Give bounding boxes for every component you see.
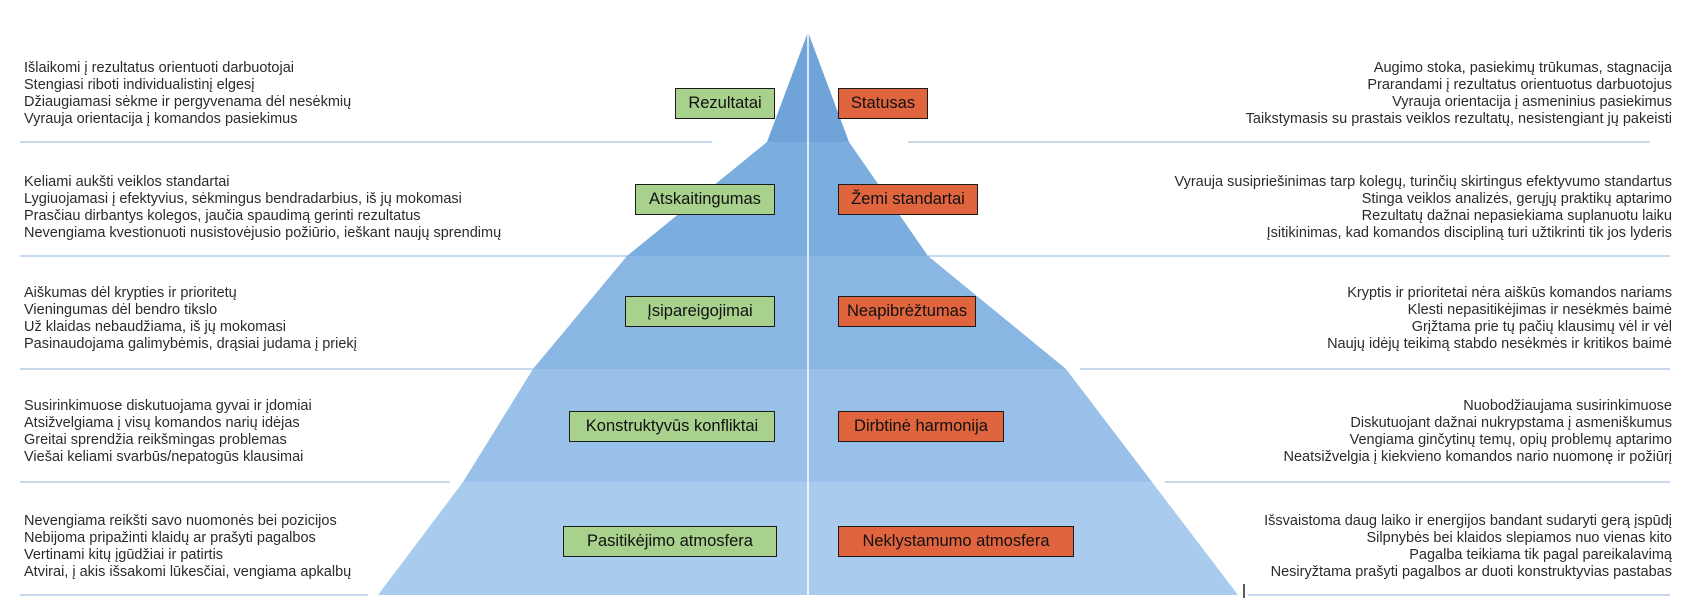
pyramid-level-3 <box>533 256 1066 369</box>
text-line: Diskutuojant dažnai nukrypstama į asmeni… <box>1350 415 1672 431</box>
level-4-positive-description: Susirinkimuose diskutuojama gyvai ir įdo… <box>24 398 564 466</box>
text-line: Stinga veiklos analizės, gerųjų praktikų… <box>1361 191 1672 207</box>
text-line: Nebijoma pripažinti klaidų ar prašyti pa… <box>24 530 316 546</box>
text-line: Nuobodžiaujama susirinkimuose <box>1463 398 1672 414</box>
text-line: Išlaikomi į rezultatus orientuoti darbuo… <box>24 60 294 76</box>
level-1-positive-label: Rezultatai <box>675 88 775 119</box>
text-line: Pasinaudojama galimybėmis, drąsiai judam… <box>24 336 357 352</box>
text-line: Pagalba teikiama tik pagal pareikalavimą <box>1409 547 1672 563</box>
text-line: Atvirai, į akis išsakomi lūkesčiai, veng… <box>24 564 352 580</box>
text-line: Atsižvelgiama į visų komandos narių idėj… <box>24 415 300 431</box>
pyramid-level-2 <box>627 142 928 256</box>
level-5-positive-label: Pasitikėjimo atmosfera <box>563 526 777 557</box>
text-line: Keliami aukšti veiklos standartai <box>24 174 230 190</box>
text-line: Prasčiau dirbantys kolegos, jaučia spaud… <box>24 208 421 224</box>
level-2-negative-description: Vyrauja susipriešinimas tarp kolegų, tur… <box>1132 174 1672 242</box>
text-line: Džiaugiamasi sėkme ir pergyvenama dėl ne… <box>24 94 352 110</box>
level-3-positive-description: Aiškumas dėl krypties ir prioritetų Vien… <box>24 285 564 353</box>
level-1-negative-label: Statusas <box>838 88 928 119</box>
text-line: Greitai sprendžia reikšmingas problemas <box>24 432 287 448</box>
text-line: Grįžtama prie tų pačių klausimų vėl ir v… <box>1411 319 1672 335</box>
text-line: Vengiama ginčytinų temų, opių problemų a… <box>1349 432 1672 448</box>
level-2-positive-label: Atskaitingumas <box>635 184 775 215</box>
text-line: Stengiasi riboti individualistinį elgesį <box>24 77 255 93</box>
text-line: Vyrauja orientacija į asmeninius pasieki… <box>1392 94 1672 110</box>
text-line: Neatsižvelgia į kiekvieno komandos nario… <box>1283 449 1672 465</box>
text-line: Vyrauja orientacija į komandos pasiekimu… <box>24 111 298 127</box>
text-line: Išsvaistoma daug laiko ir energijos band… <box>1264 513 1672 529</box>
text-line: Vertinami kitų įgūdžiai ir patirtis <box>24 547 224 563</box>
text-line: Augimo stoka, pasiekimų trūkumas, stagna… <box>1373 60 1672 76</box>
level-2-negative-label: Žemi standartai <box>838 184 978 215</box>
text-line: Už klaidas nebaudžiama, iš jų mokomasi <box>24 319 286 335</box>
text-line: Aiškumas dėl krypties ir prioritetų <box>24 285 237 301</box>
level-5-positive-description: Nevengiama reikšti savo nuomonės bei poz… <box>24 513 564 581</box>
text-line: Silpnybės bei klaidos slepiamos nuo vien… <box>1366 530 1672 546</box>
text-line: Kryptis ir prioritetai nėra aiškūs koman… <box>1347 285 1672 301</box>
level-5-negative-description: Išsvaistoma daug laiko ir energijos band… <box>1132 513 1672 581</box>
text-line: Naujų idėjų teikimą stabdo nesėkmės ir k… <box>1327 336 1672 352</box>
text-line: Nesiryžtama prašyti pagalbos ar duoti ko… <box>1270 564 1672 580</box>
text-line: Įsitikinimas, kad komandos discipliną tu… <box>1266 225 1672 241</box>
level-2-positive-description: Keliami aukšti veiklos standartai Lygiuo… <box>24 174 564 242</box>
text-line: Lygiuojamasi į efektyvius, sėkmingus ben… <box>24 191 462 207</box>
level-1-positive-description: Išlaikomi į rezultatus orientuoti darbuo… <box>24 60 564 128</box>
text-line: Vyrauja susipriešinimas tarp kolegų, tur… <box>1174 174 1672 190</box>
level-3-negative-label: Neapibrėžtumas <box>838 296 976 327</box>
text-line: Susirinkimuose diskutuojama gyvai ir įdo… <box>24 398 312 414</box>
text-line: Rezultatų dažnai nepasiekiama suplanuotu… <box>1361 208 1672 224</box>
level-3-negative-description: Kryptis ir prioritetai nėra aiškūs koman… <box>1132 285 1672 353</box>
level-3-positive-label: Įsipareigojimai <box>625 296 775 327</box>
text-line: Viešai keliami svarbūs/nepatogūs klausim… <box>24 449 304 465</box>
level-1-negative-description: Augimo stoka, pasiekimų trūkumas, stagna… <box>1132 60 1672 128</box>
level-4-positive-label: Konstruktyvūs konfliktai <box>569 411 775 442</box>
text-line: Nevengiama kvestionuoti nusistovėjusio p… <box>24 225 502 241</box>
text-line: Vieningumas dėl bendro tikslo <box>24 302 218 318</box>
text-line: Klesti nepasitikėjimas ir nesėkmės baimė <box>1407 302 1672 318</box>
text-line: Taikstymasis su prastais veiklos rezulta… <box>1245 111 1672 127</box>
text-line: Prarandami į rezultatus orientuotus darb… <box>1367 77 1672 93</box>
level-4-negative-label: Dirbtinė harmonija <box>838 411 1004 442</box>
level-5-negative-label: Neklystamumo atmosfera <box>838 526 1074 557</box>
text-line: Nevengiama reikšti savo nuomonės bei poz… <box>24 513 337 529</box>
level-4-negative-description: Nuobodžiaujama susirinkimuose Diskutuoja… <box>1132 398 1672 466</box>
